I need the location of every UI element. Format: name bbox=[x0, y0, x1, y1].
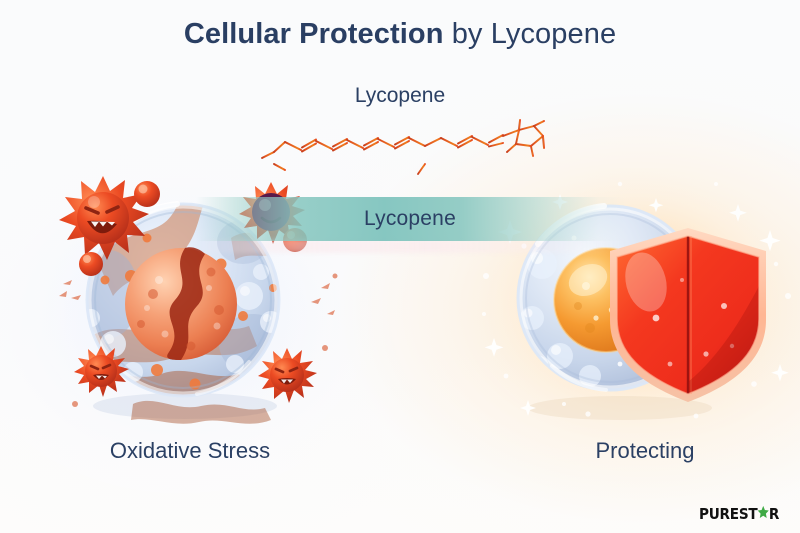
caption-oxidative-stress: Oxidative Stress bbox=[109, 438, 271, 463]
lycopene-transfer-band: Lycopene bbox=[196, 197, 624, 241]
star-icon bbox=[757, 506, 769, 519]
free-radical-icon bbox=[258, 348, 317, 403]
logo-text-after: R bbox=[768, 505, 780, 524]
free-radical-icon bbox=[59, 176, 149, 260]
brand-logo: PUREST R bbox=[699, 503, 790, 525]
band-underglow bbox=[196, 239, 624, 253]
lycopene-molecule-icon bbox=[261, 119, 545, 181]
page-title: Cellular Protection by Lycopene bbox=[0, 18, 800, 51]
caption-protecting: Protecting bbox=[595, 438, 695, 463]
free-radical-icon bbox=[74, 346, 129, 397]
shield-icon bbox=[610, 228, 766, 402]
title-bold-part: Cellular Protection bbox=[183, 18, 444, 50]
molecule-label: Lycopene bbox=[354, 84, 446, 107]
band-label: Lycopene bbox=[364, 207, 456, 230]
logo-text-before: PUREST bbox=[698, 505, 758, 524]
title-regular-part: by Lycopene bbox=[443, 18, 617, 50]
logo-wordmark: PUREST R bbox=[699, 505, 779, 523]
